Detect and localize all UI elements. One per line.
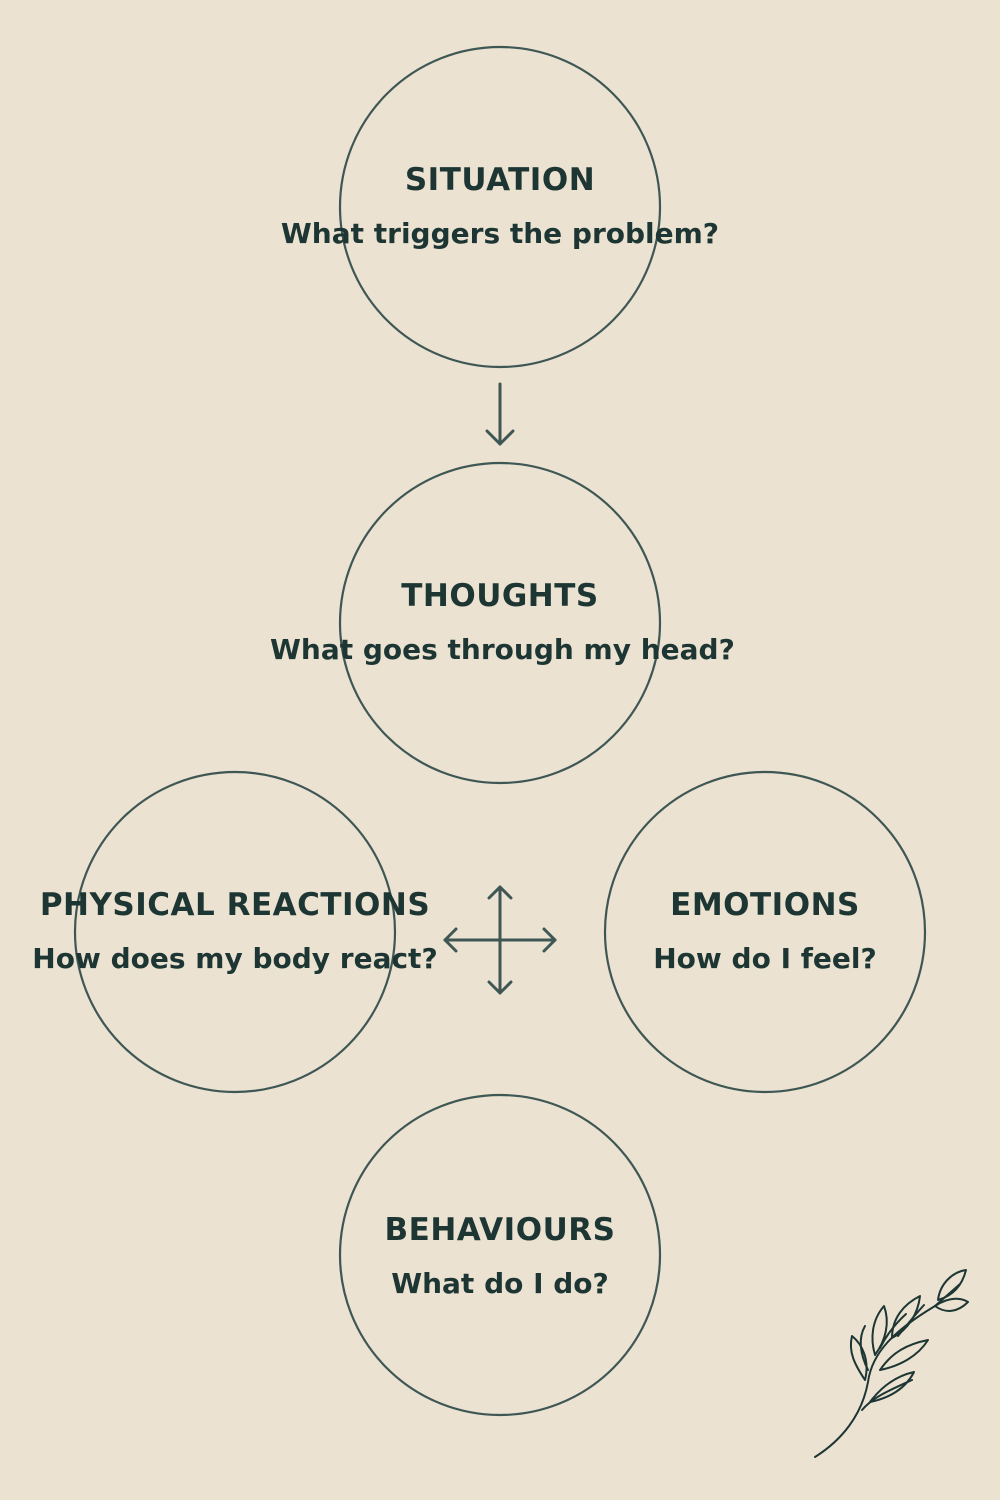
thoughts-circle xyxy=(338,461,662,785)
four-way-arrow-icon xyxy=(443,885,557,995)
physical-reactions-question: How does my body react? xyxy=(32,942,438,975)
situation-node: SITUATION What triggers the problem? xyxy=(270,160,730,254)
behaviours-circle xyxy=(338,1093,662,1417)
behaviours-question: What do I do? xyxy=(391,1267,609,1300)
emotions-node: EMOTIONS How do I feel? xyxy=(535,885,995,979)
situation-title: SITUATION xyxy=(404,162,596,198)
situation-question: What triggers the problem? xyxy=(280,217,720,250)
behaviours-title: BEHAVIOURS xyxy=(384,1212,616,1248)
emotions-circle xyxy=(603,770,927,1094)
situation-circle xyxy=(338,45,662,369)
thoughts-title: THOUGHTS xyxy=(401,578,599,614)
leaf-branch-icon xyxy=(814,1269,969,1458)
physical-reactions-node: PHYSICAL REACTIONS How does my body reac… xyxy=(5,885,465,979)
physical-reactions-title: PHYSICAL REACTIONS xyxy=(39,887,431,923)
thoughts-question: What goes through my head? xyxy=(270,633,735,666)
behaviours-node: BEHAVIOURS What do I do? xyxy=(270,1210,730,1304)
emotions-question: How do I feel? xyxy=(653,942,877,975)
physical-reactions-circle xyxy=(73,770,397,1094)
thoughts-node: THOUGHTS What goes through my head? xyxy=(270,576,735,670)
emotions-title: EMOTIONS xyxy=(670,887,860,923)
arrow-down-icon xyxy=(485,382,515,446)
